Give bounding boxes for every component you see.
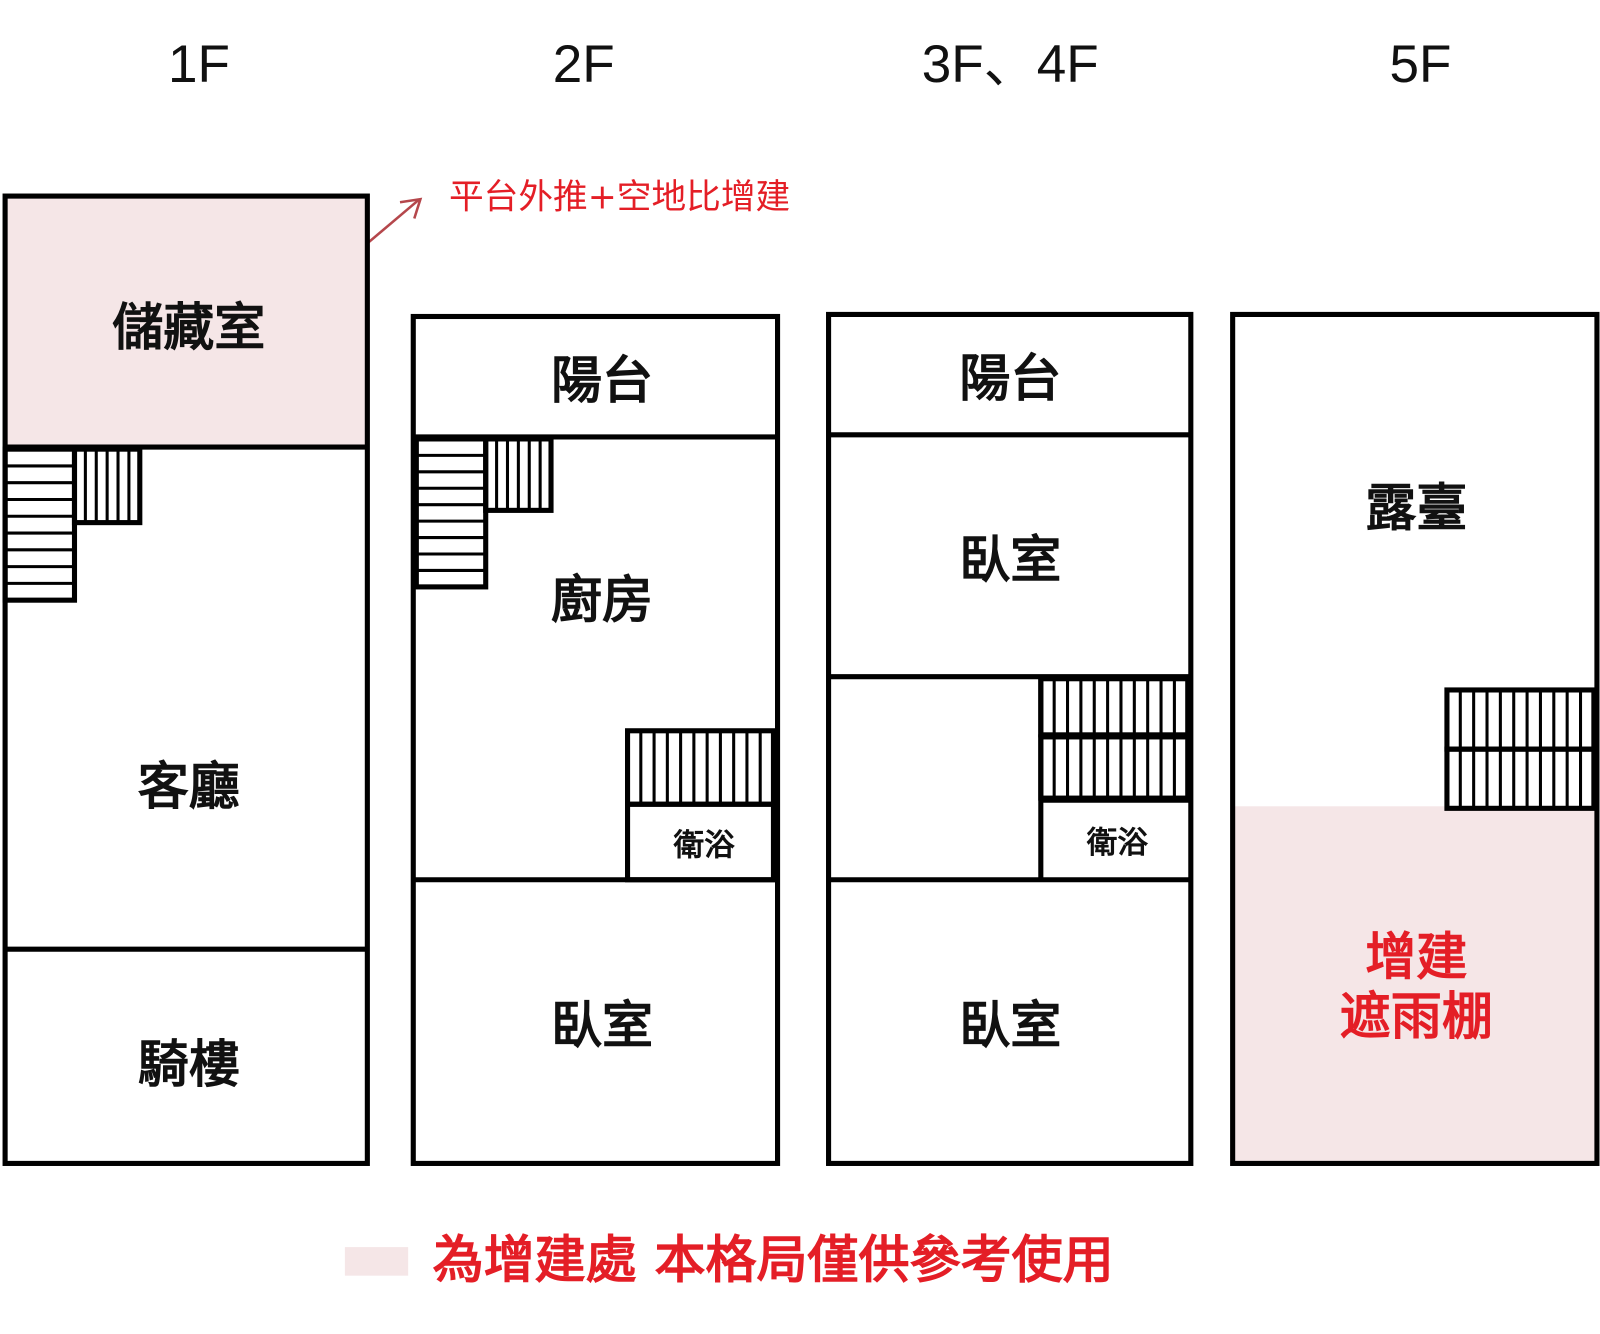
staircase-5f-a xyxy=(1444,687,1597,752)
staircase-2f-c xyxy=(625,728,777,807)
stair-outline xyxy=(1038,734,1191,801)
stair-outline xyxy=(2,446,78,603)
bathroom-2f xyxy=(625,801,777,883)
staircase-1f-a xyxy=(2,446,78,603)
outer-wall-3f-4f xyxy=(826,311,1194,1166)
staircase-1f-b xyxy=(71,446,143,526)
room-bedroom-3f-back: 臥室 xyxy=(959,532,1061,591)
floor-title-1f: 1F xyxy=(168,35,230,94)
room-storage: 儲藏室 xyxy=(112,299,265,358)
floor-plan-2f: 陽台 廚房 衛浴 臥室 xyxy=(410,313,781,1166)
legend-text: 為增建處 本格局僅供參考使用 xyxy=(433,1232,1114,1291)
addition-annotation: 平台外推+空地比增建 xyxy=(449,177,790,217)
floor-plan-5f: 露臺 增建 遮雨棚 xyxy=(1230,311,1600,1166)
room-kitchen: 廚房 xyxy=(551,572,653,631)
canopy-addition xyxy=(1234,806,1596,1164)
storage-room-addition xyxy=(5,196,368,448)
outer-wall-2f xyxy=(410,313,781,1166)
room-bath-2f: 衛浴 xyxy=(672,828,735,863)
room-balcony-2f: 陽台 xyxy=(551,352,653,411)
outer-wall-5f xyxy=(1230,311,1600,1166)
floor-plan-1f: 儲藏室 客廳 騎樓 xyxy=(2,193,370,1166)
room-balcony-3f: 陽台 xyxy=(959,350,1061,409)
room-arcade: 騎樓 xyxy=(138,1036,240,1095)
arrow-head-icon xyxy=(399,197,423,219)
legend-swatch xyxy=(344,1247,409,1276)
outer-wall-1f xyxy=(2,193,370,1166)
floor-title-5f: 5F xyxy=(1389,35,1451,94)
room-terrace: 露臺 xyxy=(1365,480,1467,539)
staircase-3f-b xyxy=(1038,734,1191,801)
canopy-label-line2: 遮雨棚 xyxy=(1340,988,1493,1047)
stair-outline xyxy=(1444,746,1597,811)
room-bedroom-3f-front: 臥室 xyxy=(959,997,1061,1056)
staircase-5f-b xyxy=(1444,746,1597,811)
canopy-label-line1: 增建 xyxy=(1365,929,1467,988)
stair-outline xyxy=(1444,687,1597,752)
room-bath-3f: 衛浴 xyxy=(1086,826,1149,861)
floor-title-2f: 2F xyxy=(553,35,615,94)
staircase-2f-a xyxy=(413,436,489,590)
stair-outline xyxy=(413,436,489,590)
stair-outline xyxy=(1038,676,1191,738)
staircase-2f-b xyxy=(483,436,554,513)
floor-plan-3f-4f: 陽台 臥室 衛浴 臥室 xyxy=(826,311,1194,1166)
room-bedroom-2f: 臥室 xyxy=(551,997,653,1056)
floor-title-3f-4f: 3F、4F xyxy=(922,35,1099,94)
room-living: 客廳 xyxy=(138,758,240,817)
staircase-3f-a xyxy=(1038,676,1191,738)
stair-outline xyxy=(625,728,777,807)
